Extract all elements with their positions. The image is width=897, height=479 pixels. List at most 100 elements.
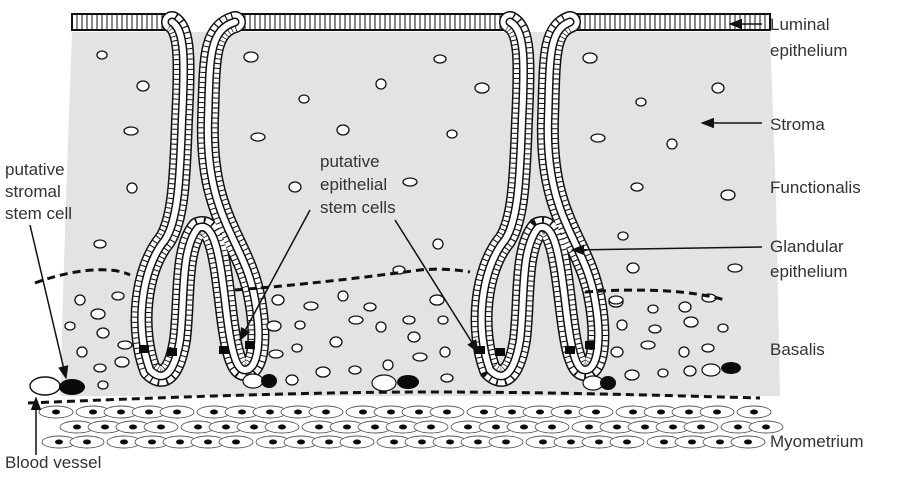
stromal-cell bbox=[267, 321, 281, 331]
myometrium-nucleus bbox=[595, 440, 603, 445]
stromal-cell bbox=[408, 332, 420, 342]
myometrium-nucleus bbox=[232, 440, 240, 445]
label-luminal-epithelium-1: Luminal bbox=[770, 15, 830, 34]
stromal-cell bbox=[244, 52, 258, 62]
stromal-cell bbox=[440, 347, 450, 357]
stromal-cell bbox=[97, 328, 109, 338]
myometrium-nucleus bbox=[89, 410, 97, 415]
epithelial-stem-cell bbox=[565, 346, 575, 354]
epithelial-stem-cell bbox=[219, 346, 229, 354]
label-glandular-epithelium-1: Glandular bbox=[770, 237, 844, 256]
myometrium-nucleus bbox=[315, 425, 323, 430]
stromal-cell bbox=[112, 292, 124, 300]
stromal-cell bbox=[721, 190, 735, 200]
stromal-cell bbox=[728, 264, 742, 272]
myometrium-nucleus bbox=[204, 440, 212, 445]
stromal-cell bbox=[115, 357, 129, 367]
myometrium-nucleus bbox=[176, 440, 184, 445]
myometrium-nucleus bbox=[641, 425, 649, 430]
stromal-cell bbox=[127, 183, 137, 193]
myometrium-nucleus bbox=[238, 410, 246, 415]
stromal-cell bbox=[625, 370, 639, 380]
stromal-stem-cell bbox=[600, 376, 616, 390]
label-glandular-epithelium-2: epithelium bbox=[770, 262, 848, 281]
stromal-cell bbox=[684, 317, 698, 327]
stromal-cell bbox=[617, 320, 627, 330]
myometrium-nucleus bbox=[359, 410, 367, 415]
myometrium-nucleus bbox=[120, 440, 128, 445]
myometrium-nucleus bbox=[613, 425, 621, 430]
stromal-cell bbox=[611, 347, 623, 357]
stromal-cell bbox=[316, 367, 330, 377]
myometrium-nucleus bbox=[713, 410, 721, 415]
myometrium-nucleus bbox=[325, 440, 333, 445]
myometrium-nucleus bbox=[750, 410, 758, 415]
myometrium-nucleus bbox=[101, 425, 109, 430]
myometrium-nucleus bbox=[443, 410, 451, 415]
stromal-cell bbox=[403, 178, 417, 186]
stromal-cell bbox=[631, 183, 643, 191]
arrow-stromal-stem-cell bbox=[30, 225, 66, 378]
stromal-cell bbox=[679, 347, 689, 357]
myometrium-nucleus bbox=[657, 410, 665, 415]
stromal-cell bbox=[118, 341, 132, 349]
stromal-cell bbox=[349, 316, 363, 324]
label-stromal-stem-cell-1: putative bbox=[5, 160, 65, 179]
stromal-cell bbox=[91, 309, 105, 319]
myometrium-nucleus bbox=[548, 425, 556, 430]
myometrium-nucleus bbox=[592, 410, 600, 415]
stromal-cell bbox=[251, 133, 265, 141]
myometrium-nucleus bbox=[269, 440, 277, 445]
myometrium-nucleus bbox=[474, 440, 482, 445]
myometrium-nucleus bbox=[297, 440, 305, 445]
stromal-cell bbox=[430, 295, 444, 305]
label-stromal-stem-cell-2: stromal bbox=[5, 182, 61, 201]
myometrium-nucleus bbox=[536, 410, 544, 415]
stromal-cell bbox=[383, 360, 393, 370]
stromal-cell bbox=[77, 347, 87, 357]
myometrium-nucleus bbox=[418, 440, 426, 445]
label-epithelial-stem-cells-1: putative bbox=[320, 152, 380, 171]
myometrium-nucleus bbox=[564, 410, 572, 415]
myometrium-nucleus bbox=[52, 410, 60, 415]
myometrium-nucleus bbox=[278, 425, 286, 430]
stromal-cell bbox=[649, 325, 661, 333]
stromal-cell bbox=[94, 364, 106, 372]
myometrium-nucleus bbox=[762, 425, 770, 430]
myometrium-nucleus bbox=[322, 410, 330, 415]
myometrium-nucleus bbox=[734, 425, 742, 430]
myometrium-nucleus bbox=[585, 425, 593, 430]
myometrium-nucleus bbox=[390, 440, 398, 445]
stromal-cell bbox=[330, 337, 342, 347]
stromal-cell bbox=[376, 79, 386, 89]
myometrium-nucleus bbox=[387, 410, 395, 415]
myometrium-nucleus bbox=[194, 425, 202, 430]
stromal-cell bbox=[434, 55, 446, 63]
stromal-stem-cell bbox=[397, 375, 419, 389]
stromal-cell bbox=[618, 232, 628, 240]
stromal-cell bbox=[658, 369, 668, 377]
epithelial-stem-cell bbox=[585, 341, 595, 349]
stromal-stem-cell bbox=[261, 374, 277, 388]
myometrium-nucleus bbox=[399, 425, 407, 430]
stromal-cell bbox=[403, 316, 415, 324]
myometrium-nucleus bbox=[371, 425, 379, 430]
label-basalis: Basalis bbox=[770, 340, 825, 359]
myometrium-nucleus bbox=[73, 425, 81, 430]
stromal-cell bbox=[433, 239, 443, 249]
stromal-cell bbox=[641, 341, 655, 349]
stromal-cell bbox=[364, 303, 376, 311]
stromal-cell bbox=[447, 130, 457, 138]
stromal-cell bbox=[718, 324, 728, 332]
stromal-cell bbox=[94, 240, 106, 248]
label-myometrium: Myometrium bbox=[770, 432, 864, 451]
myometrium-nucleus bbox=[697, 425, 705, 430]
stromal-cell bbox=[438, 316, 448, 324]
label-blood-vessel: Blood vessel bbox=[5, 453, 101, 472]
stromal-cell bbox=[286, 375, 298, 385]
stromal-cell bbox=[65, 322, 75, 330]
myometrium-nucleus bbox=[353, 440, 361, 445]
blood-vessel bbox=[30, 377, 60, 395]
stromal-cell bbox=[648, 305, 658, 313]
myometrium-nucleus bbox=[83, 440, 91, 445]
